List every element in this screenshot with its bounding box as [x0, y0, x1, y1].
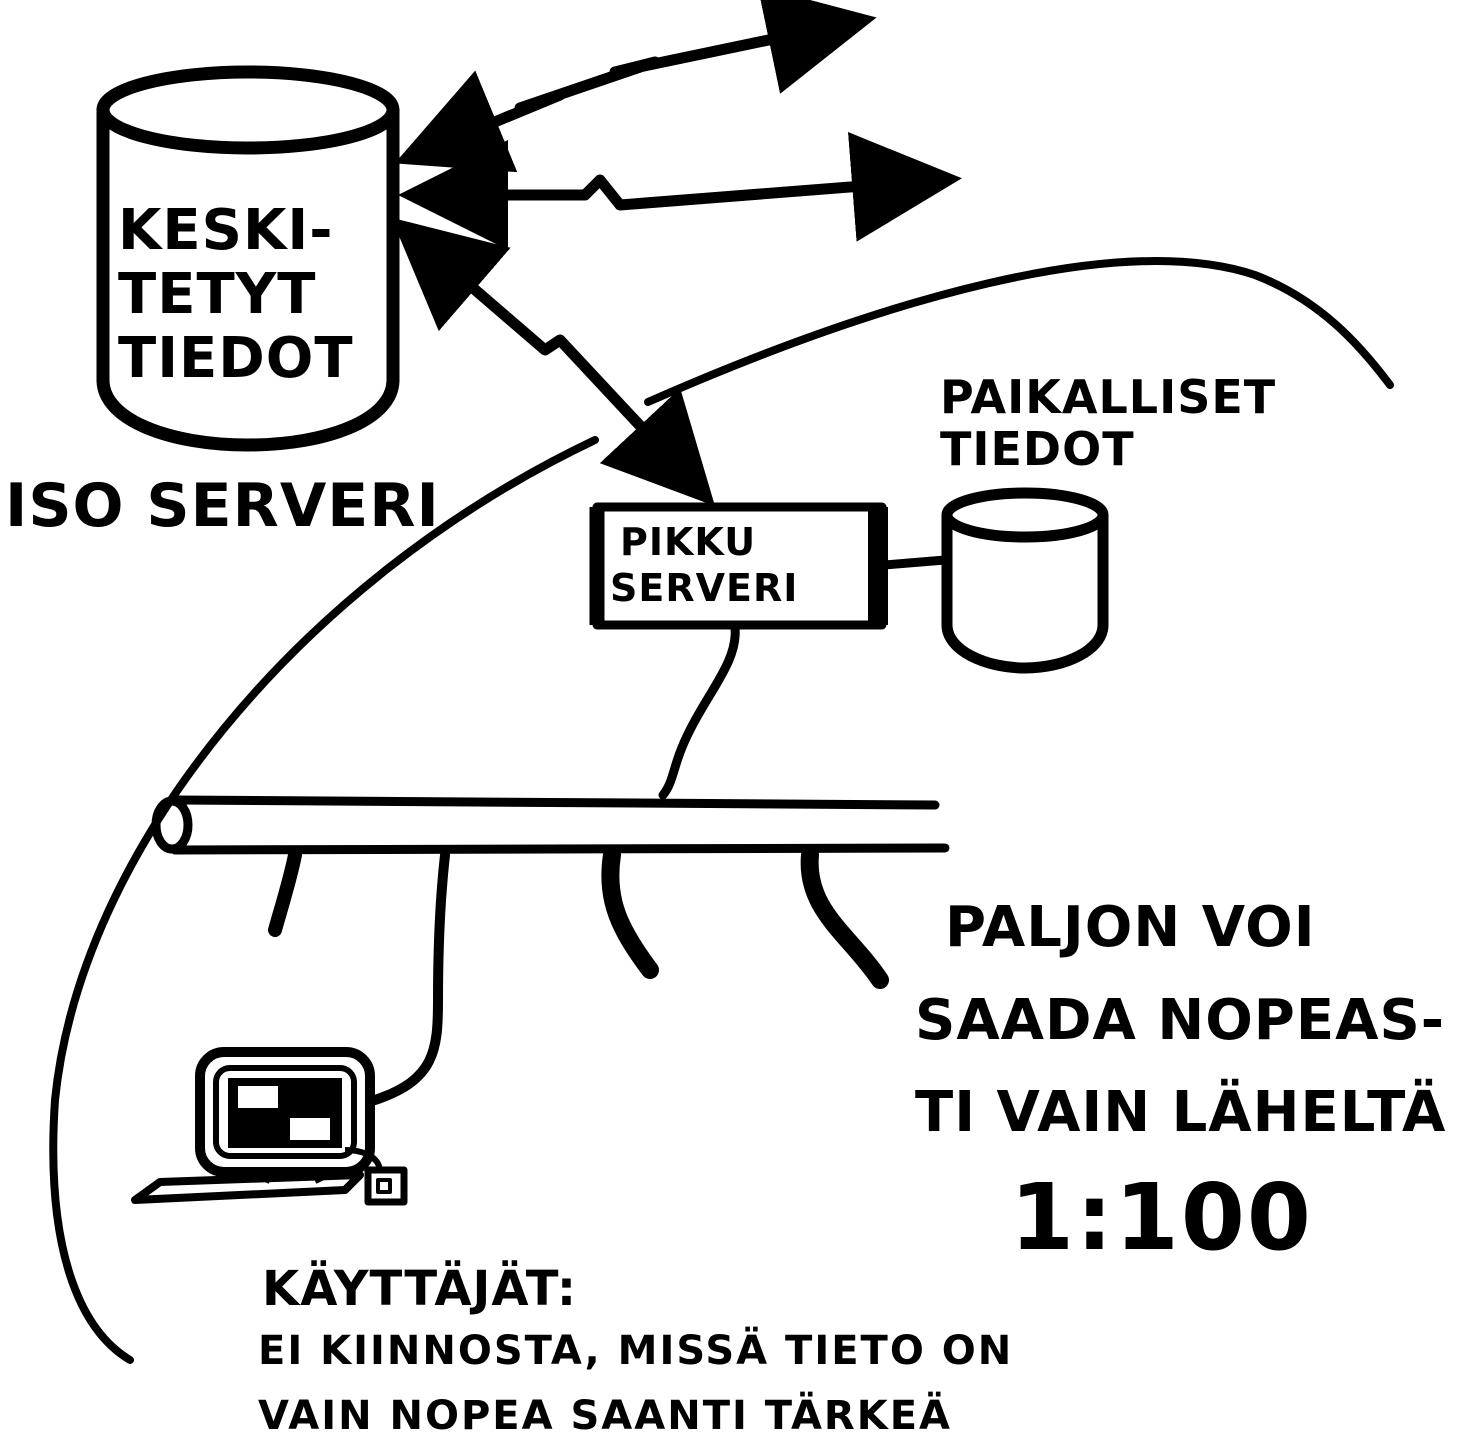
workstation-computer [131, 1047, 408, 1206]
network-bus [151, 795, 950, 855]
drop-3 [601, 846, 659, 979]
monitor [195, 1047, 375, 1177]
speed-ratio: 1:100 [1010, 1164, 1313, 1271]
small-server-label-2: SERVERI [610, 566, 799, 610]
speed-note-line-1: PALJON VOI [945, 895, 1316, 960]
arrow-link-upper [394, 0, 877, 173]
users-note-title: KÄYTTÄJÄT: [262, 1261, 578, 1317]
central-db-label-2: TETYT [118, 262, 317, 327]
arrow-link-lower [398, 132, 962, 250]
monitor-stand [261, 1170, 324, 1184]
central-db-label-1: KESKI- [118, 198, 334, 263]
users-note-line-2: VAIN NOPEA SAANTI TÄRKEÄ [258, 1393, 952, 1439]
small-server-label-1: PIKKU [620, 520, 757, 564]
outer-boundary-arc [49, 436, 599, 1364]
speed-note-line-2: SAADA NOPEAS- [915, 988, 1446, 1053]
drop-1 [268, 848, 302, 937]
users-note-line-1: EI KIINNOSTA, MISSÄ TIETO ON [258, 1328, 1014, 1374]
mouse [364, 1166, 408, 1206]
drop-4 [800, 846, 889, 989]
keyboard [131, 1171, 364, 1204]
bus-drops [268, 846, 889, 1105]
server-to-bus-cable [658, 623, 740, 800]
boundary-arcs [49, 257, 1394, 1364]
local-db-label-2: TIEDOT [940, 422, 1135, 476]
arrow-link-down [391, 217, 716, 507]
drop-2 [370, 850, 450, 1105]
local-database-cylinder [941, 487, 1109, 674]
external-links [391, 0, 962, 507]
central-server-caption: ISO SERVERI [5, 471, 440, 541]
monitor-inner [213, 1065, 357, 1159]
local-db-connector [879, 555, 950, 570]
inner-boundary-arc [644, 257, 1394, 406]
local-db-label-1: PAIKALLISET [940, 370, 1277, 424]
speed-note-line-3: TI VAIN LÄHELTÄ [915, 1080, 1447, 1145]
central-db-label-3: TIEDOT [118, 326, 354, 391]
central-database-cylinder [96, 65, 400, 452]
